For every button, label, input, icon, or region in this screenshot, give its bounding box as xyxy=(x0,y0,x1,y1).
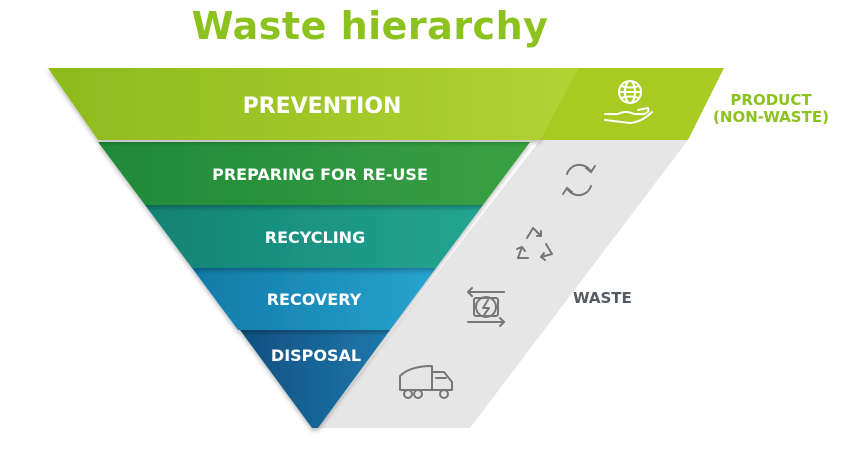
recovery-layer xyxy=(192,268,436,330)
level-label-recovery: RECOVERY xyxy=(267,290,362,309)
circular-arrows-icon xyxy=(562,163,596,197)
recycling-layer xyxy=(145,205,483,268)
waste-label: WASTE xyxy=(573,289,632,307)
level-label-recycling: RECYCLING xyxy=(265,228,365,247)
reuse-layer xyxy=(98,142,530,205)
garbage-truck-icon xyxy=(399,365,453,399)
product-band xyxy=(540,68,724,140)
recycle-icon xyxy=(516,227,553,261)
energy-recovery-icon xyxy=(467,287,505,327)
product-label: PRODUCT (NON-WASTE) xyxy=(696,92,846,126)
level-label-reuse: PREPARING FOR RE-USE xyxy=(212,165,428,184)
level-label-prevention: PREVENTION xyxy=(243,94,402,119)
globe-in-hand-icon xyxy=(604,80,653,124)
diagram-title: Waste hierarchy xyxy=(191,4,549,48)
disposal-layer xyxy=(240,330,390,428)
prevention-layer xyxy=(48,68,578,140)
waste-band xyxy=(318,140,688,428)
level-label-disposal: DISPOSAL xyxy=(271,346,361,365)
product-label-line1: PRODUCT xyxy=(730,91,812,109)
product-label-line2: (NON-WASTE) xyxy=(713,108,829,126)
